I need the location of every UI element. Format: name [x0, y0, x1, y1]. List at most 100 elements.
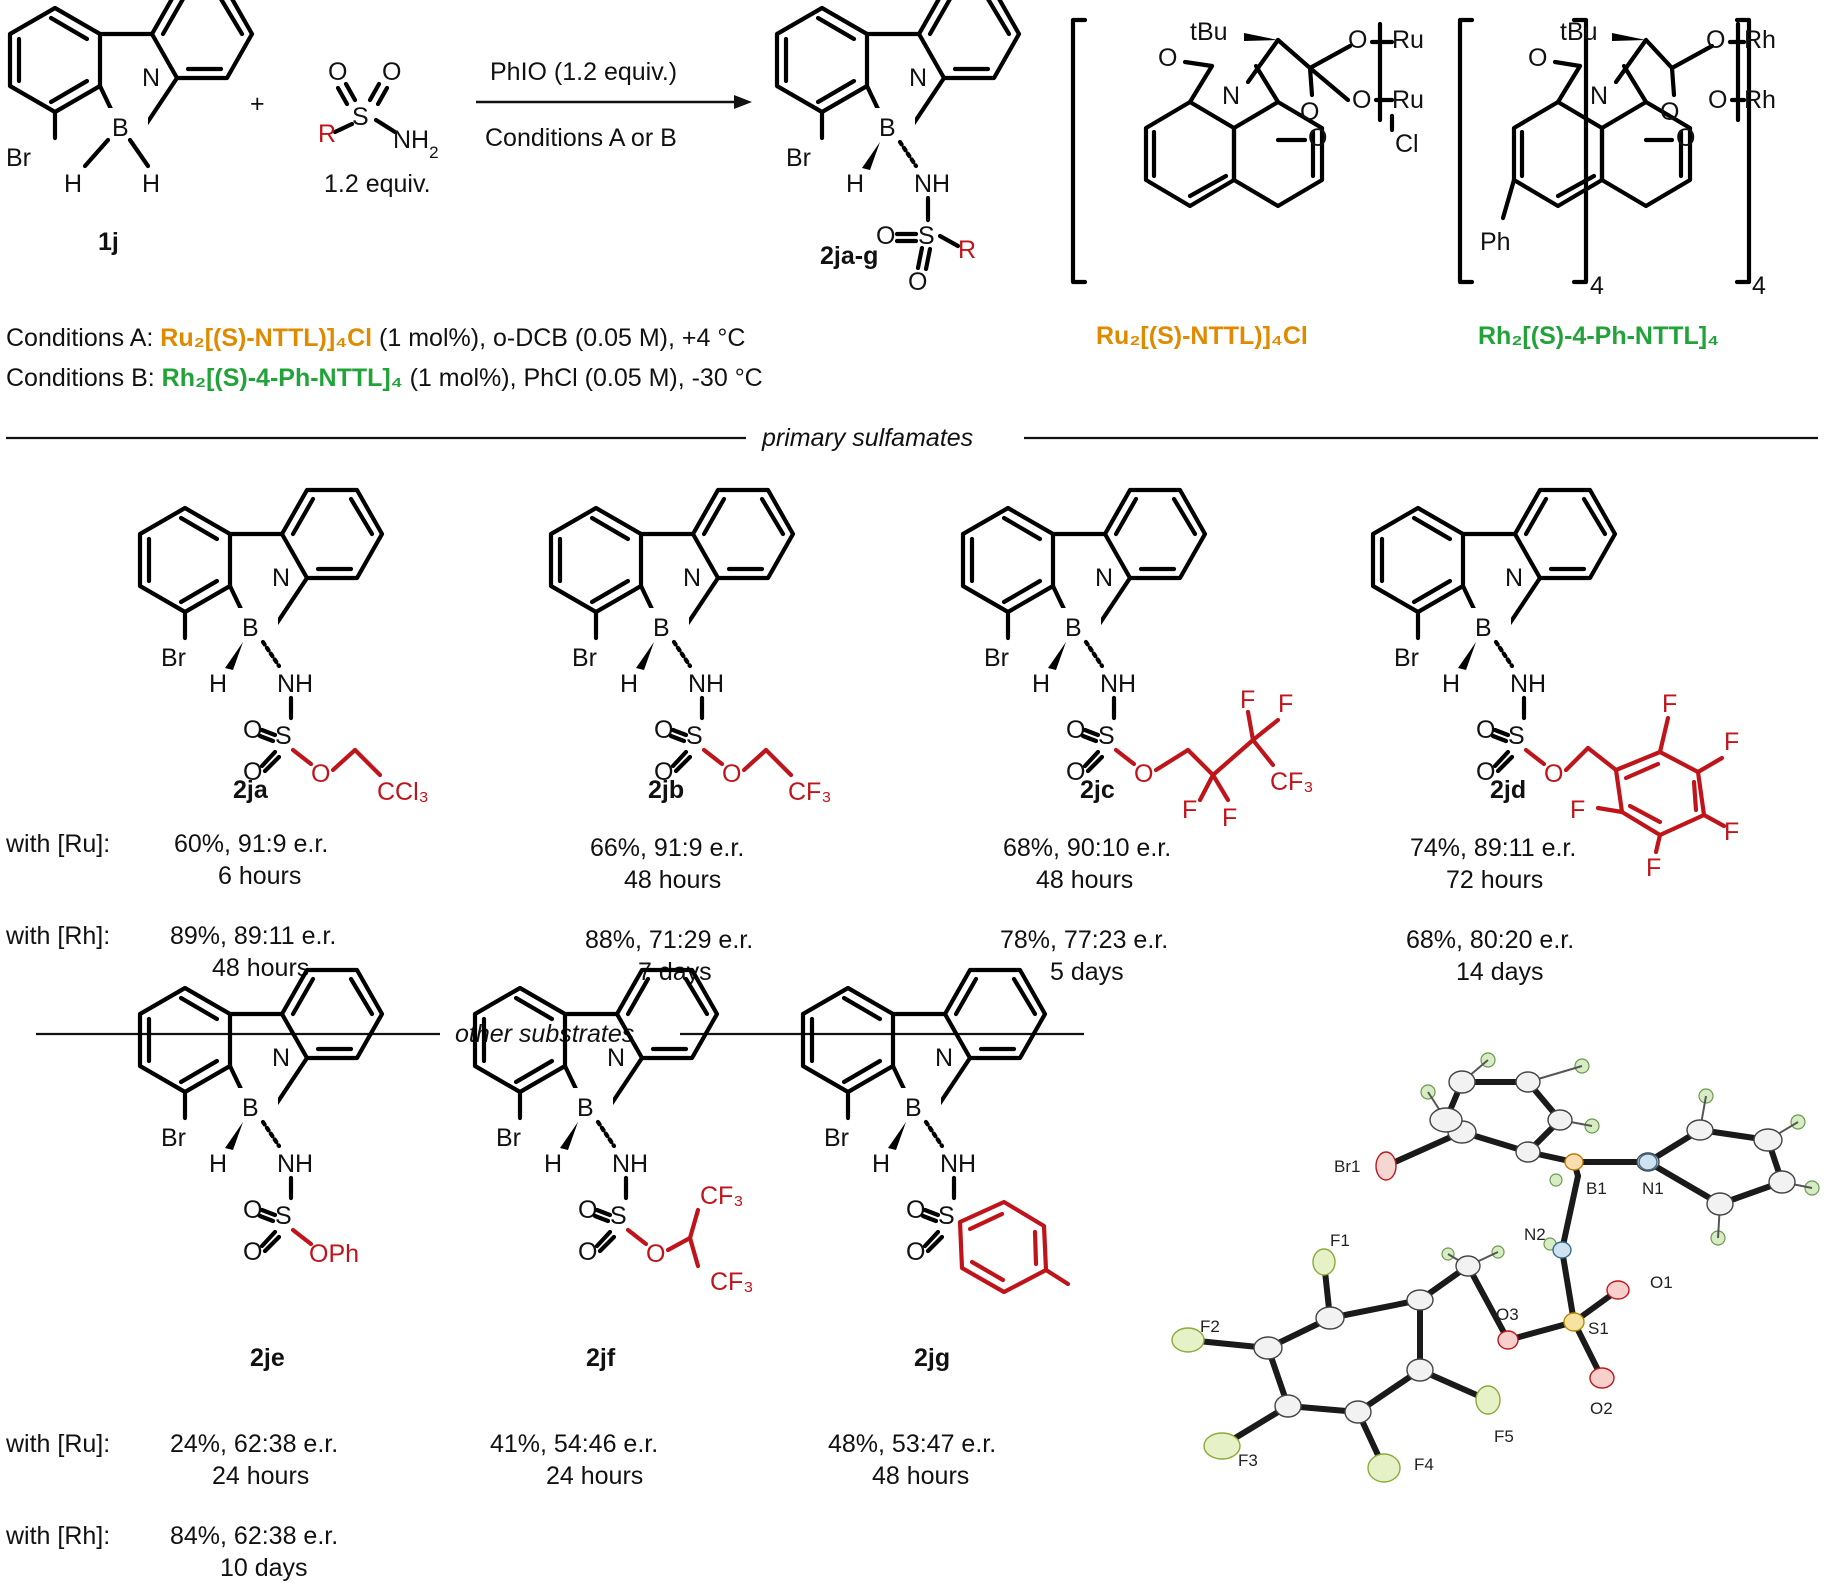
compound-2jb: B N Br H NH O S O O CF₃: [551, 490, 832, 806]
atom-b: B: [242, 1094, 259, 1122]
ru-atom-bottom: Ru: [1392, 86, 1424, 114]
ru-result-2jd: 74%, 89:11 e.r.: [1410, 834, 1576, 862]
atom-n: N: [683, 564, 701, 592]
results-2jc: 68%, 90:10 e.r. 48 hours 78%, 77:23 e.r.…: [1000, 834, 1171, 986]
atom-n: N: [607, 1044, 625, 1072]
compound-label-2jd: 2jd: [1490, 776, 1526, 804]
compound-label-2jb: 2jb: [648, 776, 684, 804]
xray-label-br1: Br1: [1334, 1157, 1360, 1176]
ru-result-2jg: 48%, 53:47 e.r.: [828, 1430, 996, 1458]
atom-h: H: [872, 1150, 890, 1178]
rh-time-2je: 10 days: [220, 1554, 308, 1582]
reagent-equiv: 1.2 equiv.: [324, 170, 431, 198]
reagent-sulfonamide: O O S R NH2 1.2 equiv.: [318, 58, 439, 198]
ru-result-2jc: 68%, 90:10 e.r.: [1003, 834, 1171, 862]
rh-atom-top: Rh: [1744, 26, 1776, 54]
atom-h: H: [209, 670, 227, 698]
atom-h: H: [1442, 670, 1460, 698]
atom-o-top-left: O: [328, 58, 347, 86]
xray-f3-atom: [1203, 1432, 1241, 1460]
rh-carbonyl-o: O: [1660, 98, 1679, 126]
atom-s: S: [275, 1202, 292, 1230]
atom-br: Br: [786, 144, 811, 172]
reaction-arrow: PhIO (1.2 equiv.) Conditions A or B: [476, 58, 752, 152]
atom-s: S: [275, 722, 292, 750]
results-2jd: 74%, 89:11 e.r. 72 hours 68%, 80:20 e.r.…: [1406, 834, 1576, 986]
catalyst-subscript-rh: 4: [1752, 272, 1766, 300]
ru-catalyst-structure: 4 O O N tBu O O O Ru Ru Cl: [1070, 17, 1604, 300]
compound-label-2je: 2je: [250, 1344, 285, 1372]
atom-s: S: [1098, 722, 1115, 750]
rh-result-2je: 84%, 62:38 e.r.: [170, 1522, 338, 1550]
rh-phenyl: Ph: [1480, 228, 1511, 256]
xray-label-f5: F5: [1494, 1427, 1514, 1446]
xray-label-s1: S1: [1588, 1319, 1609, 1338]
atom-n: N: [272, 1044, 290, 1072]
atom-o-ester: O: [646, 1240, 665, 1268]
atom-b: B: [653, 614, 670, 642]
atom-br: Br: [824, 1124, 849, 1152]
rh-time-2jc: 5 days: [1050, 958, 1124, 986]
atom-b: B: [242, 614, 259, 642]
arrow-reagent-label: PhIO (1.2 equiv.): [490, 58, 677, 86]
rh-result-2jb: 88%, 71:29 e.r.: [585, 926, 753, 954]
atom-br: Br: [1394, 644, 1419, 672]
xray-f1-atom: [1312, 1248, 1336, 1276]
compound-label-2ja-g: 2ja-g: [820, 242, 878, 270]
atom-o-ester: O: [311, 760, 330, 788]
xray-structure: Br1 B1 N1 N2 O1 O2 O3 S1 F1 F2 F3 F4 F5: [1171, 1052, 1820, 1483]
compound-label-2jc: 2jc: [1080, 776, 1115, 804]
rh-time-2jd: 14 days: [1456, 958, 1544, 986]
atom-o-bottom: O: [654, 758, 673, 786]
atom-br: Br: [572, 644, 597, 672]
atom-o-bottom: O: [1066, 758, 1085, 786]
rh-imide-o2: O: [1676, 124, 1695, 152]
atom-h: H: [846, 170, 864, 198]
atom-h: H: [620, 670, 638, 698]
ru-result-2jb: 66%, 91:9 e.r.: [590, 834, 744, 862]
atom-o-bottom: O: [908, 268, 927, 296]
substituent-label: CF₃: [788, 778, 832, 806]
ru-catalyst-name: Ru₂[(S)-NTTL)]₄Cl: [1096, 322, 1308, 350]
atom-o-top: O: [243, 716, 262, 744]
ru-time-2jb: 48 hours: [624, 866, 721, 894]
atom-o-bottom: O: [243, 1238, 262, 1266]
results-2jf: 41%, 54:46 e.r. 24 hours: [490, 1430, 658, 1490]
substituent-label: CF₃: [1270, 768, 1314, 796]
rh-catalyst-name: Rh₂[(S)-4-Ph-NTTL]₄: [1478, 322, 1719, 350]
row-label-ru-other: with [Ru]:: [5, 1430, 110, 1458]
results-2jg: 48%, 53:47 e.r. 48 hours: [828, 1430, 996, 1490]
row-label-ru-primary: with [Ru]:: [5, 830, 110, 858]
xray-label-n1: N1: [1642, 1179, 1664, 1198]
atom-s: S: [918, 222, 935, 250]
conditions-a: Conditions A: Ru₂[(S)-NTTL)]₄Cl (1 mol%)…: [6, 324, 745, 352]
compound-label-2jf: 2jf: [586, 1344, 616, 1372]
atom-nh: NH: [688, 670, 724, 698]
plus-sign: +: [250, 90, 265, 118]
atom-o-top: O: [578, 1196, 597, 1224]
xray-f2-atom: [1171, 1327, 1205, 1353]
xray-label-n2: N2: [1524, 1225, 1546, 1244]
atom-nh: NH: [1510, 670, 1546, 698]
atom-r: R: [318, 120, 336, 148]
atom-o-top: O: [243, 1196, 262, 1224]
atom-o-ester: O: [1544, 760, 1563, 788]
rh-imide-o1: O: [1528, 44, 1547, 72]
rh-result-2ja: 89%, 89:11 e.r.: [170, 922, 336, 950]
xray-label-f2: F2: [1200, 1317, 1220, 1336]
atom-s: S: [938, 1202, 955, 1230]
atom-n: N: [1505, 564, 1523, 592]
xray-label-f4: F4: [1414, 1455, 1434, 1474]
compound-2je: B N Br H NH O S O OPh: [140, 970, 382, 1268]
compound-label-1j: 1j: [98, 228, 119, 256]
atom-br: Br: [496, 1124, 521, 1152]
atom-h-right: H: [142, 170, 160, 198]
atom-o-bottom: O: [1476, 758, 1495, 786]
atom-s: S: [352, 103, 369, 131]
atom-h-left: H: [64, 170, 82, 198]
atom-n: N: [935, 1044, 953, 1072]
atom-r: R: [958, 236, 976, 264]
substituent-label-bottom: CF₃: [710, 1268, 754, 1296]
compound-2jd: B N Br H NH O S O O F F F F F: [1373, 490, 1739, 882]
ru-chloride: Cl: [1395, 130, 1419, 158]
